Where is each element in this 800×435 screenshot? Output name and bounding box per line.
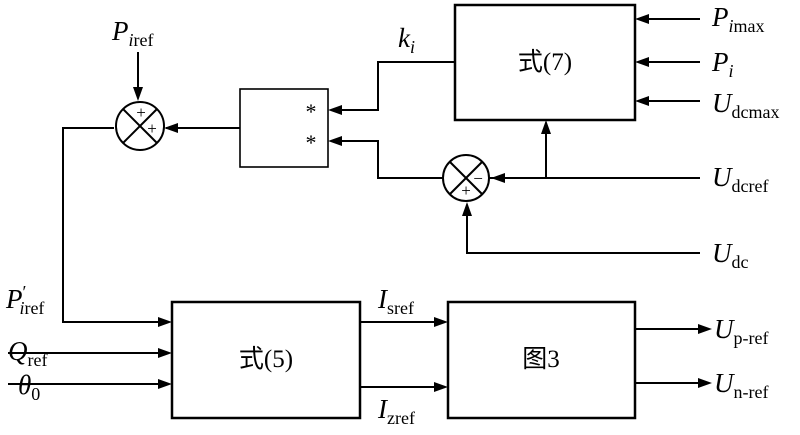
multiplier-box xyxy=(239,88,329,168)
multiplier-star-2: * xyxy=(306,130,317,155)
eq5-block: 式(5) xyxy=(170,300,362,420)
arrow-into-eq7-2 xyxy=(635,57,649,67)
arrow-into-fig3-1 xyxy=(434,317,448,327)
eq5-label: 式(5) xyxy=(239,345,293,373)
label-q-ref: Qref xyxy=(8,336,47,370)
fig3-box xyxy=(446,300,637,420)
arrow-into-sum2-bottom xyxy=(462,202,472,216)
label-p-iref-prime: P′iref xyxy=(5,282,44,318)
arrow-into-mult-1 xyxy=(328,105,342,115)
arrow-into-sum2-right xyxy=(491,173,505,183)
sum2-cross-b xyxy=(449,161,483,195)
line-udc-to-sum2 xyxy=(466,211,700,254)
label-p-i: Pi xyxy=(711,47,734,81)
label-k-i: ki xyxy=(398,23,415,57)
arrow-piref xyxy=(133,87,143,101)
sum1-sign-top: + xyxy=(136,103,146,122)
arrow-into-eq5-2 xyxy=(158,348,172,358)
label-i-zref: Izref xyxy=(377,394,415,428)
arrow-out-unref xyxy=(698,378,712,388)
eq7-box xyxy=(453,3,637,122)
arrow-into-eq7-1 xyxy=(635,14,649,24)
eq7-label: 式(7) xyxy=(518,48,572,76)
arrow-into-mult-2 xyxy=(328,136,342,146)
arrow-into-fig3-2 xyxy=(434,382,448,392)
line-sum2-to-mult xyxy=(336,140,443,179)
line-sum1-to-eq5 xyxy=(62,127,162,323)
label-i-sref: Isref xyxy=(377,284,414,318)
line-ki-to-mult xyxy=(336,61,455,111)
label-p-imax: Pimax xyxy=(711,2,765,36)
label-p-iref: Piref xyxy=(111,16,154,50)
signal-labels: Piref ki Pimax Pi Udcmax Udcref Udc P′ir… xyxy=(5,2,779,428)
arrow-into-eq7-3 xyxy=(635,96,649,106)
label-u-dcref: Udcref xyxy=(712,162,768,196)
arrow-into-eq7-bottom xyxy=(541,120,551,134)
fig3-label: 图3 xyxy=(522,346,560,373)
eq7-block: 式(7) xyxy=(453,3,637,122)
sum1-cross-b xyxy=(122,108,158,144)
summing-junction-2: − + xyxy=(442,154,490,202)
label-u-dcmax: Udcmax xyxy=(712,88,779,122)
multiplier-star-1: * xyxy=(306,99,317,124)
sum1-sign-right: + xyxy=(147,119,157,138)
arrow-into-eq5-1 xyxy=(158,317,172,327)
arrow-out-upref xyxy=(698,324,712,334)
label-u-nref: Un-ref xyxy=(714,368,768,402)
label-u-pref: Up-ref xyxy=(714,314,768,348)
sum2-sign-bottom: + xyxy=(461,181,471,200)
multiplier-block: * * xyxy=(239,88,329,168)
summing-junction-1: + + xyxy=(115,101,165,151)
fig3-block: 图3 xyxy=(446,300,637,420)
label-u-dc: Udc xyxy=(712,238,749,272)
eq5-box xyxy=(170,300,362,420)
label-theta-0: θ0 xyxy=(18,370,40,404)
arrow-into-eq5-3 xyxy=(158,379,172,389)
signal-lines xyxy=(8,18,702,388)
arrowheads xyxy=(133,14,712,392)
arrow-mult-to-sum1 xyxy=(164,123,178,133)
sum2-sign-right: − xyxy=(473,169,483,188)
